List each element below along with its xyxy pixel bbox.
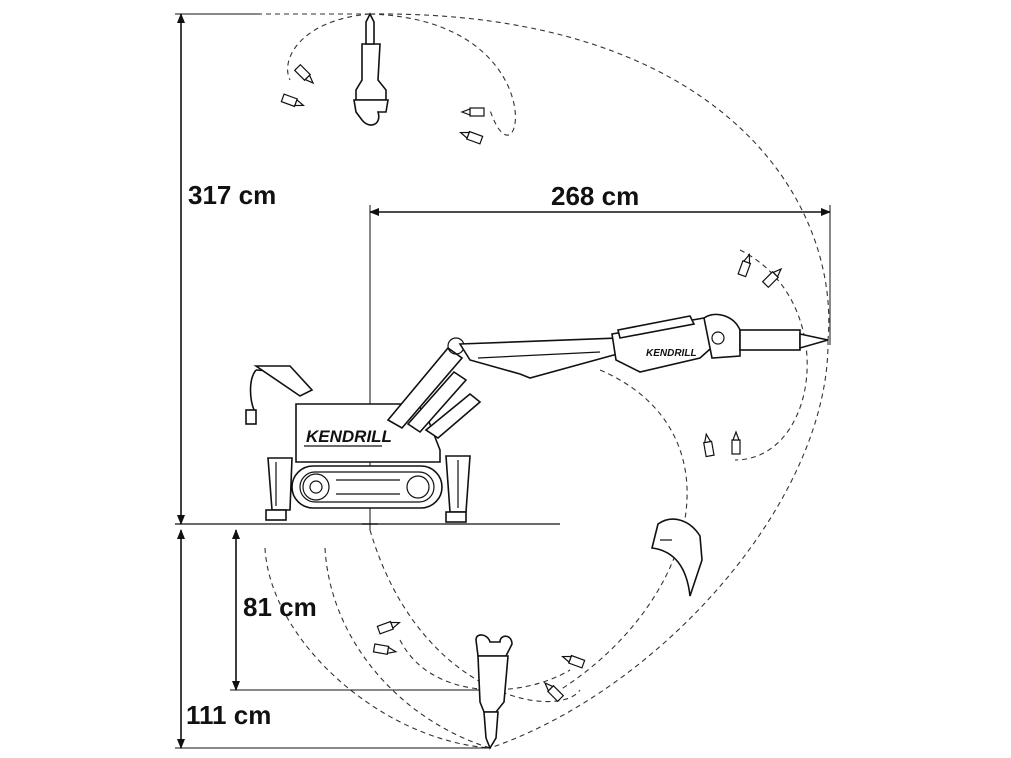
dimension-81-line	[230, 529, 480, 691]
demolition-machine: KENDRILL KENDRILL	[245, 313, 829, 523]
tool-bucket	[651, 518, 703, 597]
breaker-head	[703, 313, 829, 359]
reach-envelope	[185, 13, 830, 749]
track	[291, 465, 443, 509]
chisel-markers	[280, 64, 785, 702]
dimension-111-line	[175, 529, 490, 749]
dimension-268-label: 268 cm	[551, 181, 639, 211]
arm-brand-label: KENDRILL	[646, 348, 697, 359]
tool-bottom-breaker	[475, 634, 513, 750]
body-brand-label: KENDRILL	[306, 427, 392, 446]
dimension-317-line	[175, 12, 260, 525]
dimension-111-label: 111 cm	[186, 700, 271, 730]
dimension-317-label: 317 cm	[188, 180, 276, 210]
outrigger-right	[445, 455, 471, 523]
handle	[245, 365, 314, 425]
dimension-81-label: 81 cm	[243, 592, 317, 622]
outrigger-left	[265, 457, 293, 521]
tool-top-breaker	[353, 12, 389, 126]
